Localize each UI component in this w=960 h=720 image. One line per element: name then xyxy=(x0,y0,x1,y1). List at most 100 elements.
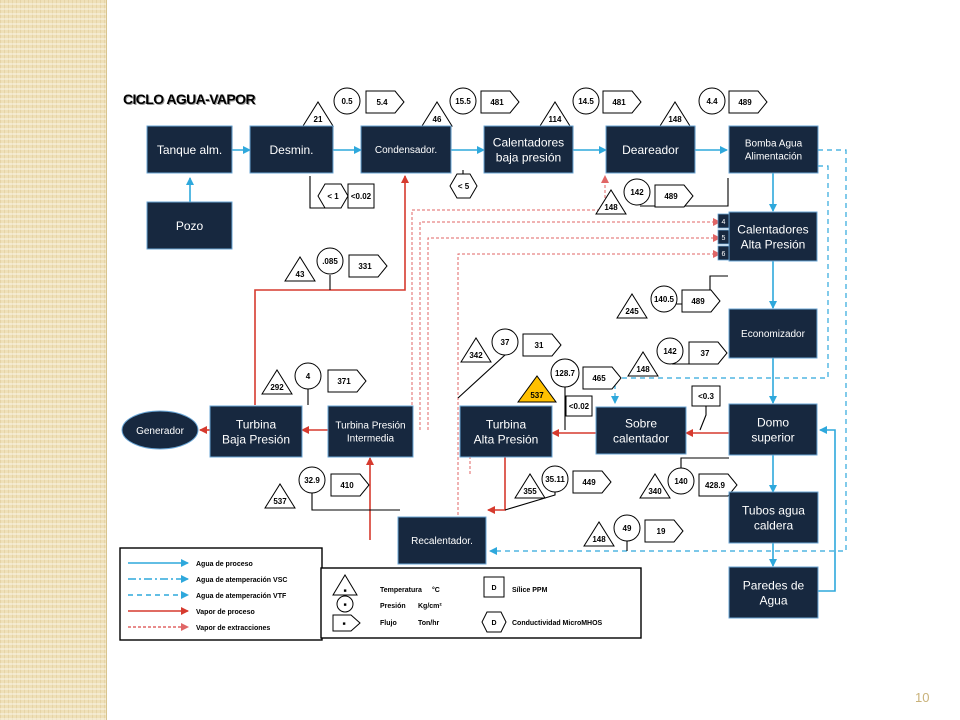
bomba_out-flow-value: 489 xyxy=(664,192,678,201)
bomba-agua-alimentacion-box xyxy=(728,125,819,174)
recalentador-box-label: Recalentador. xyxy=(411,536,473,547)
pozo-box-label: Pozo xyxy=(176,219,204,233)
sobrecal_out-temp-value: 537 xyxy=(530,391,544,400)
condensador_out-flow-pentagon xyxy=(480,90,520,114)
turbina-alta-presion-box-label: Turbina xyxy=(486,417,527,431)
sobrecal_out-temp-triangle xyxy=(517,375,557,403)
desmineralizador-box-label: Desmin. xyxy=(269,143,313,157)
attemp_vtf-temp-value: 148 xyxy=(592,535,606,544)
bomba_out-pressure-value: 142 xyxy=(630,188,644,197)
recal_out-temp-value: 537 xyxy=(273,497,287,506)
turbina_alta_out-flow-pentagon xyxy=(572,470,612,494)
legend-line-label: Agua de atemperación VTF xyxy=(196,593,287,600)
legend-pentagon-glyph: ■ xyxy=(342,621,345,627)
attemp_vtf-flow-value: 19 xyxy=(657,527,666,536)
calentadores-alta-presion-box-label: Alta Presión xyxy=(741,237,806,251)
domo_steam-temp-value: 340 xyxy=(648,487,662,496)
legend-flow-label: Flujo xyxy=(380,620,397,627)
paredes-agua-box-label: Agua xyxy=(759,593,787,607)
sobrecal_out-pressure-value: 128.7 xyxy=(555,369,576,378)
turbina_baja_out-flow-pentagon xyxy=(348,254,388,278)
tubos-agua-caldera-box xyxy=(728,491,819,544)
turbina-baja-presion-box-label: Baja Presión xyxy=(222,432,290,446)
deareador_out-temp-value: 148 xyxy=(668,115,682,124)
condensador-box-label: Condensador. xyxy=(375,145,437,156)
turbina_baja_out-temp-value: 43 xyxy=(296,270,305,279)
turbina_int_out-flow-value: 371 xyxy=(337,377,351,386)
sobrecalentador-box xyxy=(595,406,687,455)
slide-title: CICLO AGUA-VAPOR xyxy=(123,91,256,107)
calent_baja_out-flow-pentagon xyxy=(602,90,642,114)
condensador_out-pressure-value: 15.5 xyxy=(455,97,471,106)
recal_out-pressure-circle xyxy=(298,466,326,494)
tubos-agua-caldera-box-label: Tubos agua xyxy=(742,503,805,517)
paredes-agua-box xyxy=(728,566,819,619)
legend-line-label: Vapor de extracciones xyxy=(196,625,270,632)
desmin-flow-pentagon xyxy=(365,90,405,114)
legend-symbols-box xyxy=(320,567,642,639)
domo-superior-box-label: superior xyxy=(751,430,794,444)
attemp_vtf-flow-pentagon xyxy=(644,519,684,543)
condensador-conductivity-value: < 1 xyxy=(327,192,339,201)
legend-line-label: Agua de atemperación VSC xyxy=(196,577,287,584)
bomba-agua-alimentacion-box-label: Alimentación xyxy=(745,152,802,163)
calent_alta_out-flow-pentagon xyxy=(681,289,721,313)
domo_steam-flow-pentagon xyxy=(698,473,738,497)
legend-pres-unit: Kg/cm² xyxy=(418,603,442,610)
turbina_baja_out-flow-value: 331 xyxy=(358,262,372,271)
calent_alta_out-pressure-value: 140.5 xyxy=(654,295,675,304)
paredes-agua-box-label: Paredes de xyxy=(743,578,805,592)
condensador_out-temp-value: 46 xyxy=(433,115,442,124)
domo_steam-temp-triangle xyxy=(639,473,671,499)
domo_steam-pressure-value: 140 xyxy=(674,477,688,486)
domo-superior-box-label: Domo xyxy=(757,415,789,429)
desmin-flow-value: 5.4 xyxy=(376,98,388,107)
legend-circle-icon xyxy=(336,595,354,613)
tanque-almacenamiento-box xyxy=(146,125,233,174)
generador-ellipse xyxy=(121,410,199,450)
extraction-line-hp6 xyxy=(457,250,721,540)
legend-silica-label: Sílice PPM xyxy=(512,587,548,594)
legend-conductivity-glyph: D xyxy=(491,620,496,627)
hp-heater-tab-5 xyxy=(717,229,730,245)
desmin-temp-value: 21 xyxy=(314,115,323,124)
process-boxes: Tanque alm.Desmin.Condensador.Calentador… xyxy=(121,125,819,619)
extraction-line-hp4 xyxy=(419,218,721,430)
generador-label: Generador xyxy=(136,426,184,437)
sobrecal_out-flow-value: 465 xyxy=(592,374,606,383)
calentadores-baja-presion-box-label: baja presión xyxy=(496,150,561,164)
turbina_alta_out-temp-triangle xyxy=(514,473,546,499)
legend-pentagon-icon xyxy=(332,614,361,632)
condensador_out-flow-value: 481 xyxy=(490,98,504,107)
attemp_vtf-temp-triangle xyxy=(583,521,615,547)
desmin-pressure-value: 0.5 xyxy=(341,97,353,106)
desmin-pressure-circle xyxy=(333,87,361,115)
bomba_out-temp-value: 148 xyxy=(604,203,618,212)
turbina_alta_ext-pressure-value: 37 xyxy=(501,338,510,347)
tubos-agua-caldera-box-label: caldera xyxy=(754,518,794,532)
calentadores-baja-conductivity-value: < 5 xyxy=(458,182,470,191)
bomba_out-temp-triangle xyxy=(595,189,627,215)
domo-silica-box xyxy=(691,385,721,407)
recalentador-box xyxy=(397,516,487,565)
turbina-presion-intermedia-box-label: Intermedia xyxy=(347,434,395,445)
attemperation-vsc-line xyxy=(611,165,829,404)
domo-silica-value: <0.3 xyxy=(698,392,714,401)
pozo-box xyxy=(146,201,233,250)
sobrecal_out-pressure-circle xyxy=(550,358,580,388)
bomba_out-flow-pentagon xyxy=(654,184,694,208)
legend-line-label: Vapor de proceso xyxy=(196,609,255,616)
turbina_int_out-temp-triangle xyxy=(261,369,293,395)
connector xyxy=(457,354,506,399)
condensador-silica-value: <0.02 xyxy=(351,192,372,201)
economizador_out-temp-value: 148 xyxy=(636,365,650,374)
economizador_out-temp-triangle xyxy=(627,351,659,377)
hp-heater-tab-label: 6 xyxy=(722,251,726,258)
condensador-silica-box xyxy=(347,183,375,209)
domo_steam-pressure-circle xyxy=(667,467,695,495)
desmineralizador-box xyxy=(249,125,334,174)
connector xyxy=(309,176,328,209)
legend-silica-icon xyxy=(483,576,505,598)
legend-circle-glyph: ■ xyxy=(343,602,346,608)
